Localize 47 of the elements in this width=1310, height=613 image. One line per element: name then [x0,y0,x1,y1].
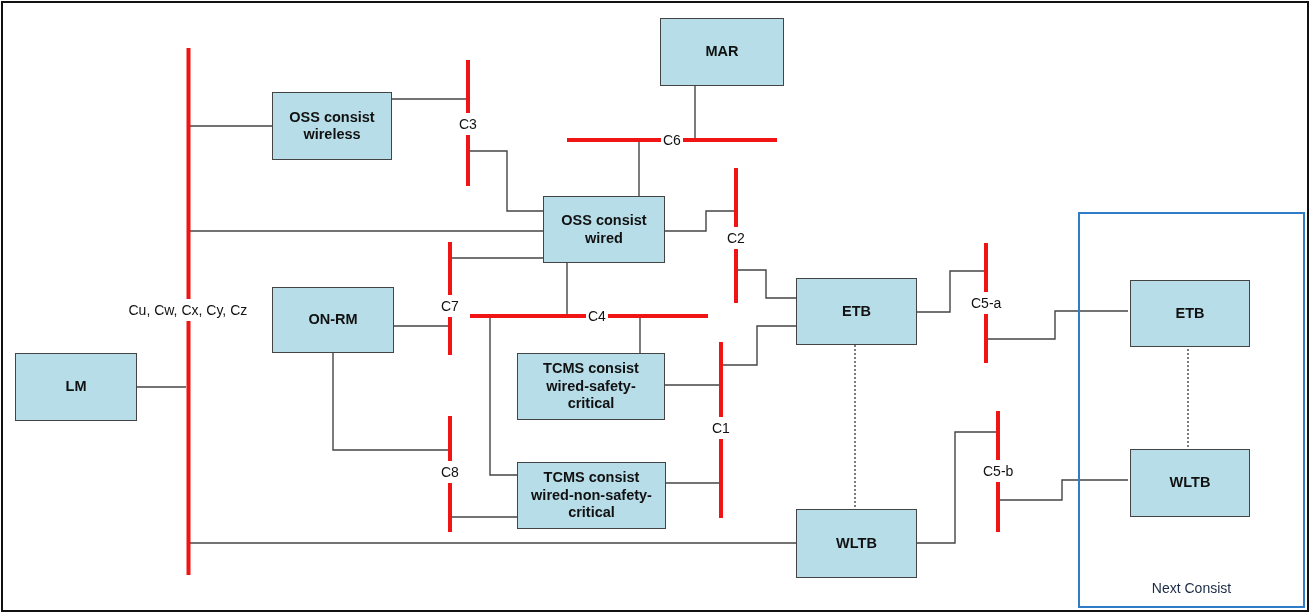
connector-line [664,210,735,232]
connector-line [332,352,449,451]
connector-line [638,141,640,197]
dotted-connector [854,344,856,510]
connector-line [469,150,544,212]
connector-line [489,317,518,476]
consist-frame [1078,212,1305,608]
component-box: OSS consist wireless [272,92,392,160]
connector-line [639,317,641,354]
connector-line [451,516,518,518]
connector-line [694,85,696,139]
connector-line [393,325,449,327]
connector-line [189,230,544,232]
bus-label: C5-a [971,295,1002,311]
connector-line [987,310,1129,340]
bus-label: C5-b [983,463,1014,479]
connector-line [136,386,187,388]
bus-label: C7 [441,298,459,314]
bus-label: C2 [727,230,745,246]
bus-label: C4 [588,308,606,324]
bus-label: C8 [441,464,459,480]
connector-line [566,262,568,315]
connector-line [916,431,997,544]
bus-label: C3 [459,116,477,132]
connector-line [451,257,544,259]
component-box: ETB [796,278,917,345]
bus-label: C1 [712,420,730,436]
component-box: OSS consist wired [543,196,665,263]
component-box: ON-RM [272,287,394,353]
connector-line [722,325,797,366]
bus-label: Cu, Cw, Cx, Cy, Cz [128,302,248,318]
connector-line [999,479,1129,501]
component-box: ETB [1130,280,1250,347]
connector-line [189,542,797,544]
group-label: Next Consist [1150,580,1233,596]
connector-line [916,270,985,313]
component-box: WLTB [1130,449,1250,517]
connector-line [391,98,467,100]
connector-line [737,269,797,299]
bus-label: C6 [663,132,681,148]
component-box: TCMS consist wired-safety-critical [517,353,665,420]
component-box: TCMS consist wired-non-safety-critical [517,462,666,529]
component-box: LM [15,353,137,421]
component-box: WLTB [796,509,917,578]
component-box: MAR [660,18,784,86]
connector-line [189,125,273,127]
connector-line [664,384,720,386]
